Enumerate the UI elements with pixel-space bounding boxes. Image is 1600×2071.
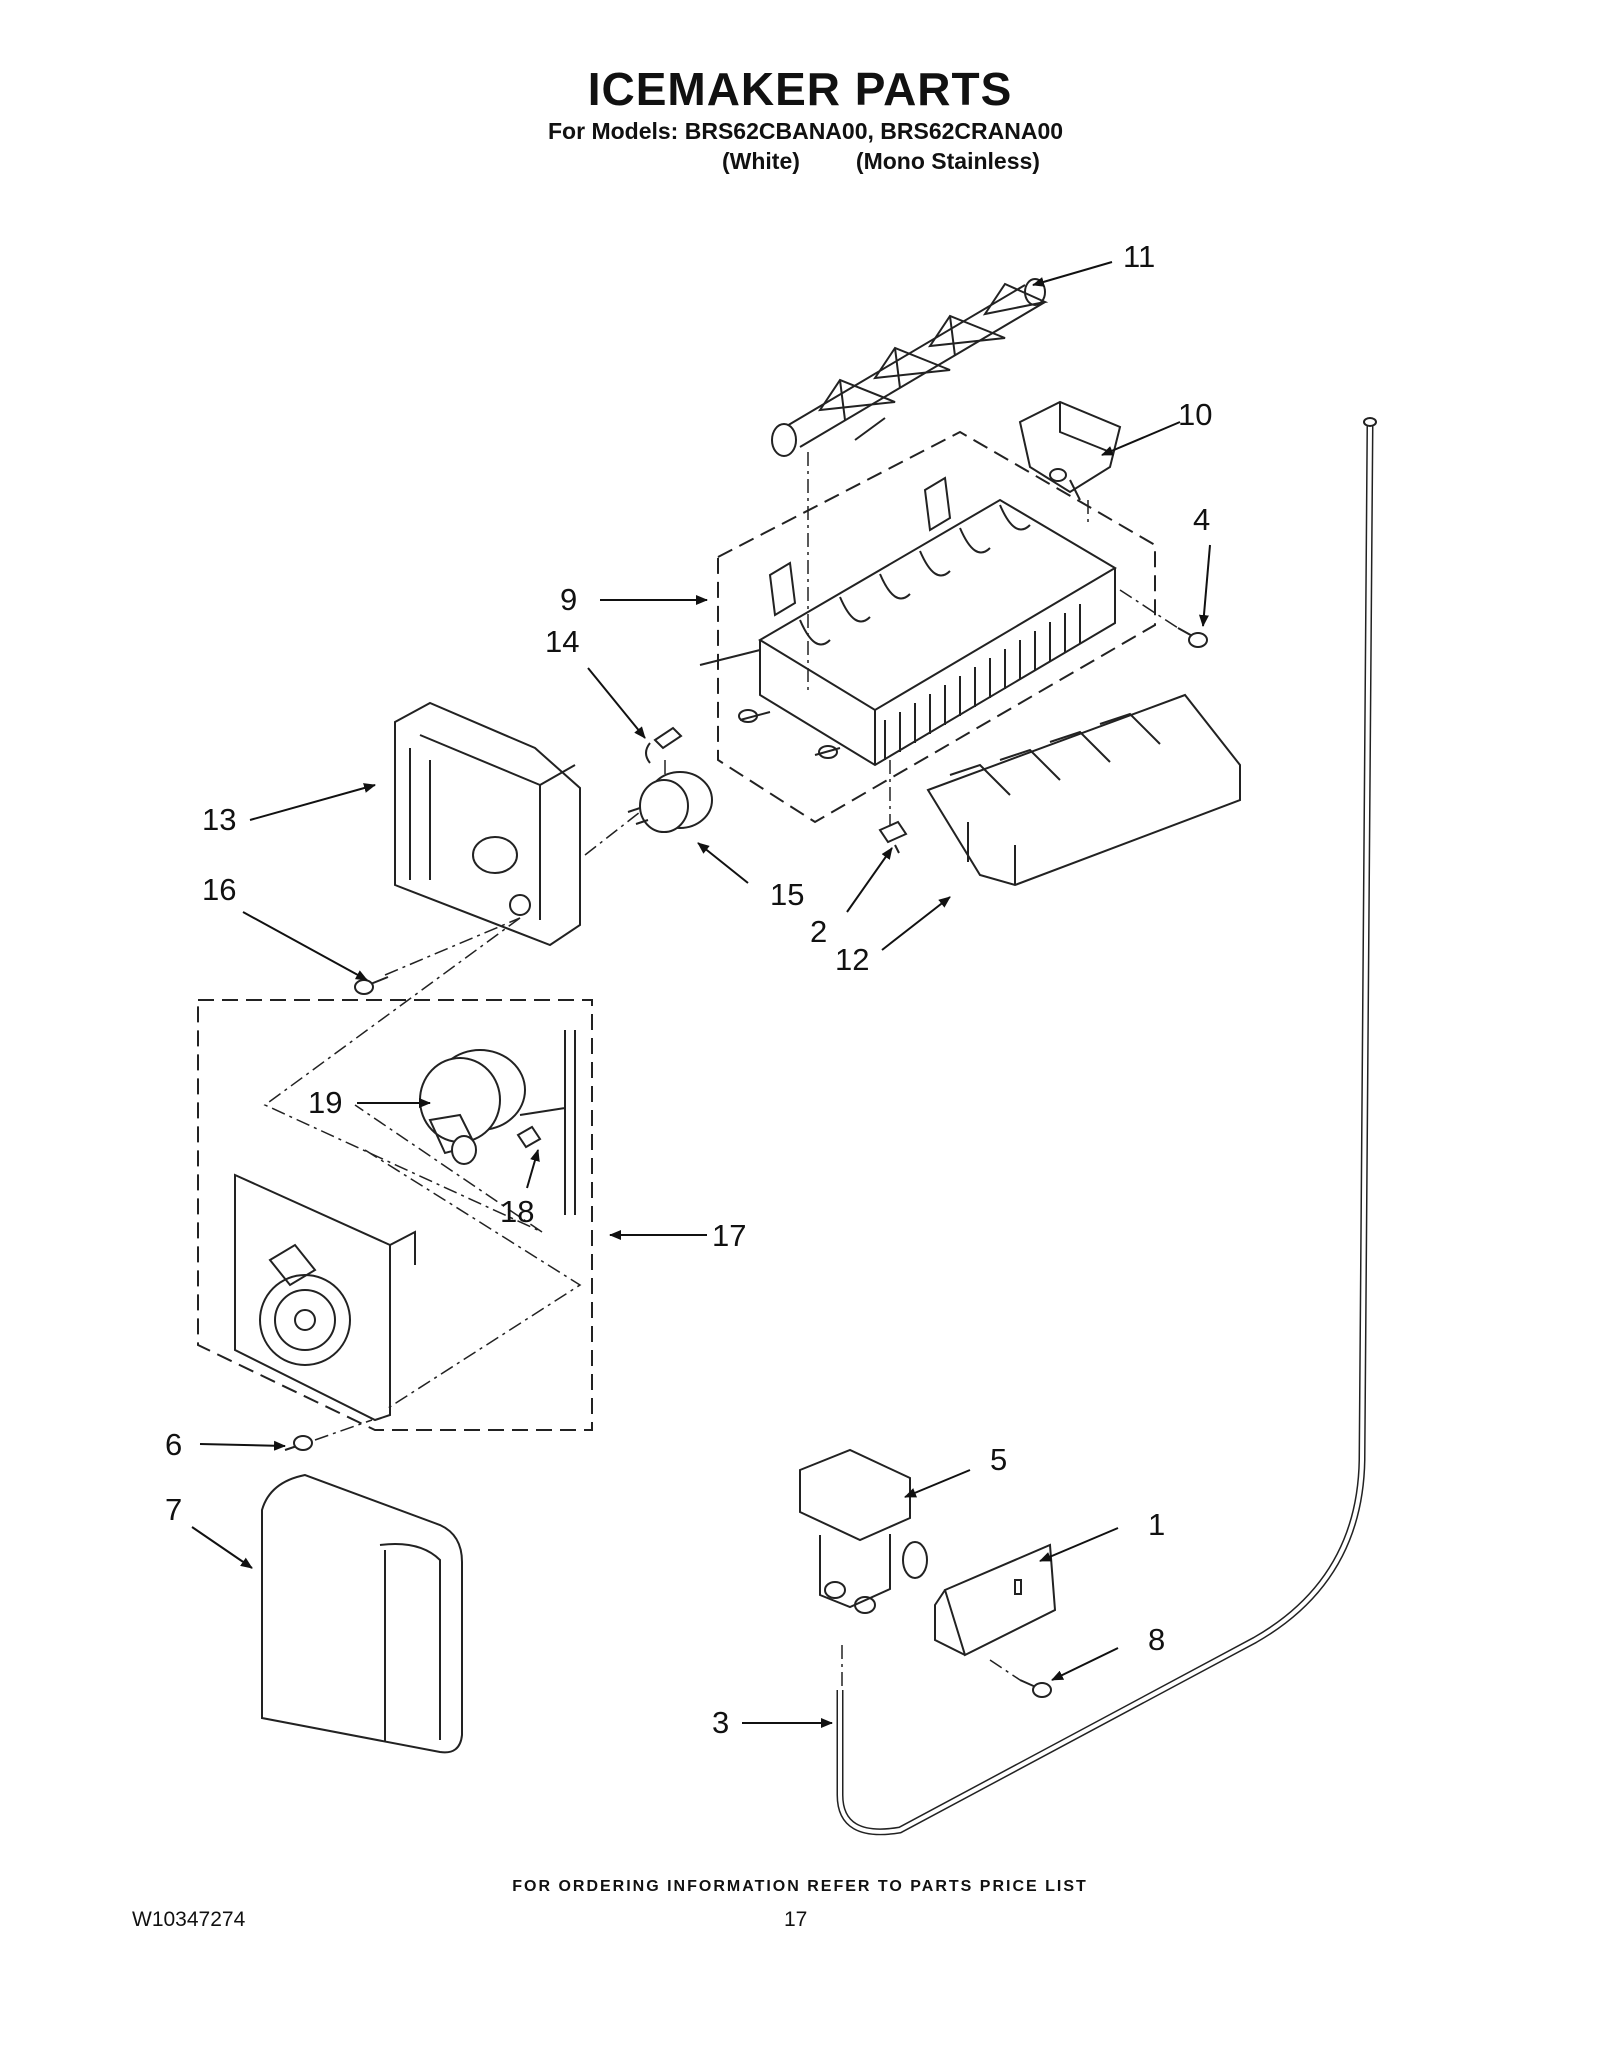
callout-15: 15 [770, 877, 804, 912]
thermostat-part [627, 771, 713, 833]
fill-cup-part [1018, 400, 1122, 501]
mold-group-outline [717, 430, 1156, 824]
valve-bracket-part [934, 1543, 1057, 1657]
callout-2: 2 [810, 914, 827, 949]
ordering-note: FOR ORDERING INFORMATION REFER TO PARTS … [512, 1878, 1088, 1895]
callout-3: 3 [712, 1705, 729, 1740]
callout-4: 4 [1193, 502, 1210, 537]
assembly-lines [263, 452, 1179, 1690]
ice-stripper-part [926, 693, 1241, 887]
callout-13: 13 [202, 802, 236, 837]
screw-8-part [1019, 1679, 1052, 1698]
callout-8: 8 [1148, 1622, 1165, 1657]
callout-7: 7 [165, 1492, 182, 1527]
motor-part [419, 1030, 576, 1215]
callout-1: 1 [1148, 1507, 1165, 1542]
variant-white: (White) [722, 148, 800, 174]
callout-6: 6 [165, 1427, 182, 1462]
icemaker-housing-part [394, 701, 581, 947]
callout-5: 5 [990, 1442, 1007, 1477]
page-title: ICEMAKER PARTS [587, 63, 1013, 115]
callout-16: 16 [202, 872, 236, 907]
water-valve-part [799, 1448, 928, 1614]
ejector-shaft-part [771, 278, 1049, 457]
callout-12: 12 [835, 942, 869, 977]
models-line: For Models: BRS62CBANA00, BRS62CRANA00 [548, 118, 1064, 144]
ice-mold-part [699, 476, 1117, 767]
callout-11: 11 [1123, 239, 1155, 274]
switch-18-part [516, 1125, 542, 1149]
callout-9: 9 [560, 582, 577, 617]
clip-14-part [645, 726, 683, 764]
screw-16-part [354, 976, 389, 995]
callout-arrows [191, 261, 1211, 1728]
icemaker-cover-part [261, 1473, 463, 1754]
callout-19: 19 [308, 1085, 342, 1120]
screw-4-part [1177, 627, 1208, 648]
callout-10: 10 [1178, 397, 1212, 432]
screw-6-part [284, 1435, 313, 1451]
module-plate-part [234, 1173, 416, 1422]
variant-mono-stainless: (Mono Stainless) [855, 148, 1040, 174]
model-variants: (White) (Mono Stainless) [722, 148, 1040, 175]
callout-14: 14 [545, 624, 579, 659]
document-number: W10347274 [132, 1908, 246, 1931]
page-number: 17 [784, 1908, 808, 1931]
clip-2-part [878, 820, 908, 854]
callout-18: 18 [500, 1194, 534, 1229]
callout-17: 17 [712, 1218, 746, 1253]
